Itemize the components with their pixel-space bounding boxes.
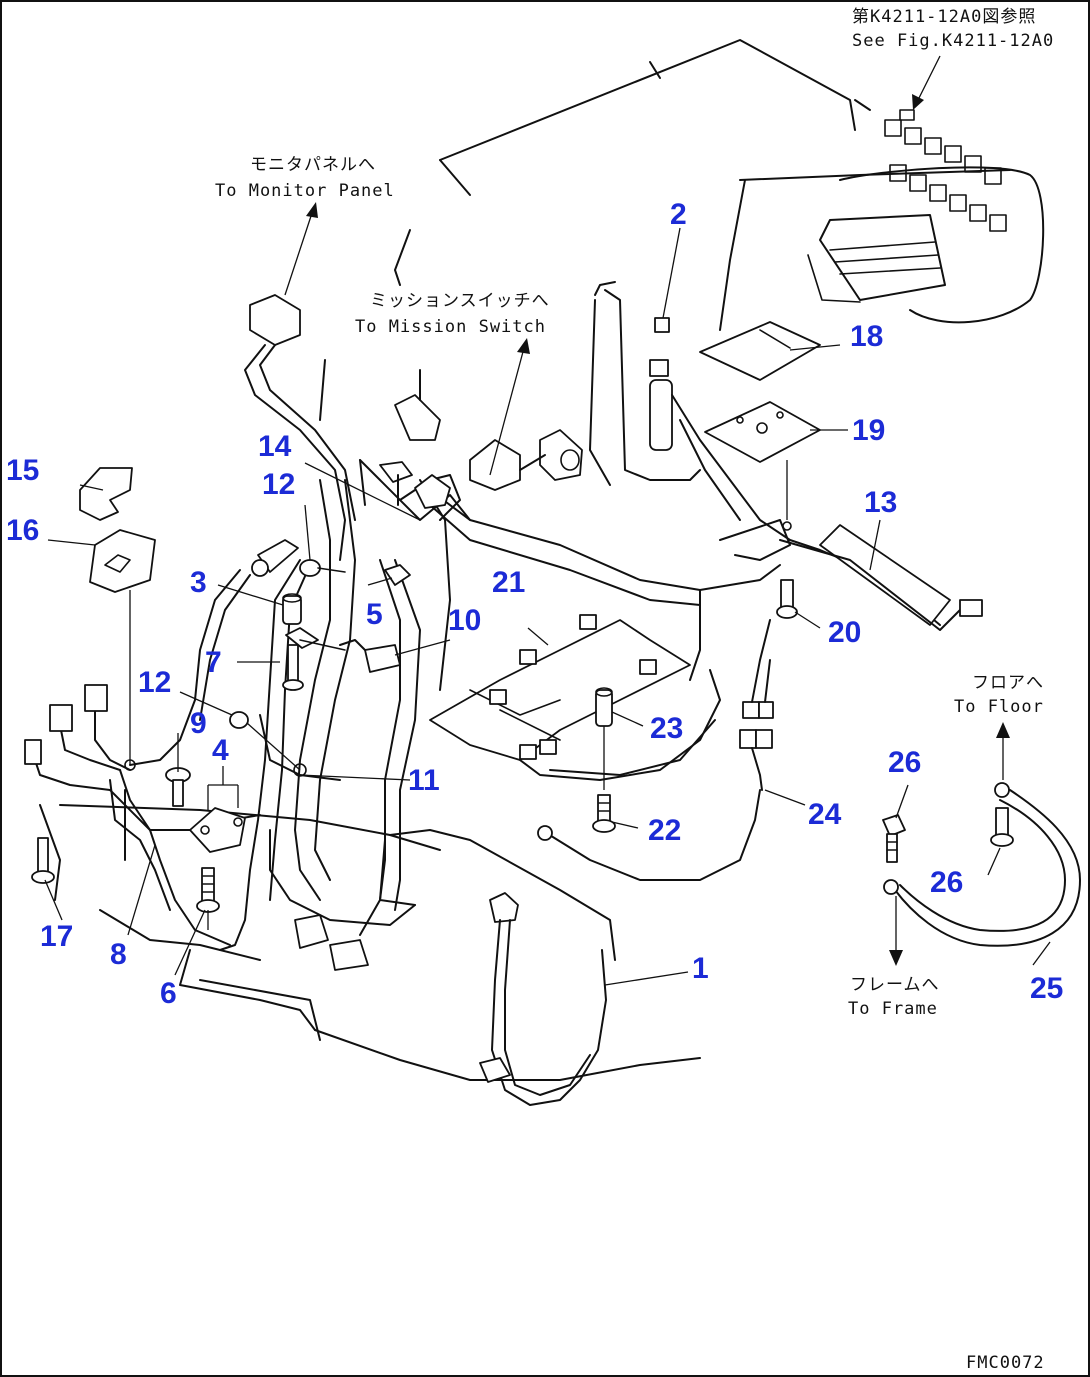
bracket-21 <box>429 589 721 781</box>
callout-14: 14 <box>258 430 292 463</box>
callout-11: 11 <box>408 764 440 797</box>
callout-7: 7 <box>205 646 222 679</box>
fig-ref-en: See Fig.K4211-12A0 <box>852 31 1054 51</box>
part-7-bolt <box>282 627 346 691</box>
main-harness-1 <box>294 459 781 971</box>
arrow-to-mission-icon <box>517 338 530 354</box>
ground-cable-25 <box>882 782 1081 947</box>
callout-20: 20 <box>828 616 861 649</box>
reference-arrows <box>284 55 1010 966</box>
part-12-nut-lower <box>179 691 301 771</box>
floor-label-en: To Floor <box>954 697 1044 717</box>
part-9-bolt <box>165 767 191 807</box>
callout-21: 21 <box>492 566 525 599</box>
part-17-bolt <box>31 837 55 884</box>
ground-wire <box>547 789 761 881</box>
callout-26-lower: 26 <box>930 866 963 899</box>
part-4-clamp <box>189 766 246 853</box>
part-15-cover <box>79 467 133 521</box>
part-22-bolt <box>592 794 616 833</box>
mission-label-en: To Mission Switch <box>355 317 546 337</box>
callout-13: 13 <box>864 486 897 519</box>
callout-18: 18 <box>850 320 883 353</box>
callout-19: 19 <box>852 414 885 447</box>
part-23-collar <box>595 687 613 790</box>
cab-outline <box>39 39 1011 1081</box>
clip-5-10 <box>339 564 451 673</box>
part-24-connector <box>739 619 774 791</box>
floor-label-jp: フロアへ <box>972 673 1044 693</box>
reference-notes: 第K4211-12A0図参照 See Fig.K4211-12A0 モニタパネル… <box>215 7 1054 1373</box>
part-16-plate <box>89 529 156 593</box>
part-12-nut-upper <box>299 504 346 577</box>
callout-3: 3 <box>190 566 207 599</box>
callout-16: 16 <box>6 514 39 547</box>
callout-1: 1 <box>692 952 709 985</box>
callout-9: 9 <box>190 707 207 740</box>
callout-12-lower: 12 <box>138 666 171 699</box>
arrow-to-frame-icon <box>889 950 903 966</box>
harness-13 <box>719 519 983 631</box>
part-3-collar <box>251 539 302 625</box>
callout-leaders <box>44 227 1051 986</box>
callout-4: 4 <box>212 734 229 767</box>
callout-2: 2 <box>670 198 687 231</box>
monitor-label-jp: モニタパネルへ <box>250 155 376 175</box>
callout-25: 25 <box>1030 972 1063 1005</box>
callout-26-upper: 26 <box>888 746 921 779</box>
callout-10: 10 <box>448 604 481 637</box>
callout-5: 5 <box>366 598 383 631</box>
frame-label-en: To Frame <box>848 999 938 1019</box>
monitor-connector <box>244 294 356 561</box>
monitor-label-en: To Monitor Panel <box>215 181 395 201</box>
callout-23: 23 <box>650 712 683 745</box>
arrow-to-fusebox-icon <box>912 94 924 110</box>
plate-19 <box>704 401 821 463</box>
fuse-box <box>807 109 1045 324</box>
arrow-to-monitor-icon <box>306 202 318 218</box>
mission-label-jp: ミッションスイッチへ <box>370 291 550 311</box>
bracket-18 <box>699 321 821 381</box>
callout-15: 15 <box>6 454 39 487</box>
drawing-code: FMC0072 <box>966 1353 1045 1373</box>
arrow-to-floor-icon <box>996 722 1010 738</box>
callout-numbers: 1 2 3 4 5 6 7 8 9 10 11 12 12 13 14 15 1… <box>6 198 1063 1010</box>
part-6-bolt <box>196 867 220 930</box>
callout-12-upper: 12 <box>262 468 295 501</box>
callout-6: 6 <box>160 977 177 1010</box>
mission-switch-parts <box>394 369 583 491</box>
callout-8: 8 <box>110 938 127 971</box>
relay-harness <box>589 281 941 626</box>
bolt-20 <box>776 460 798 619</box>
bottom-harness-loop <box>479 892 607 1106</box>
callout-22: 22 <box>648 814 681 847</box>
fig-ref-jp: 第K4211-12A0図参照 <box>852 7 1036 27</box>
callout-17: 17 <box>40 920 73 953</box>
callout-24: 24 <box>808 798 842 831</box>
frame-label-jp: フレームへ <box>850 975 940 995</box>
